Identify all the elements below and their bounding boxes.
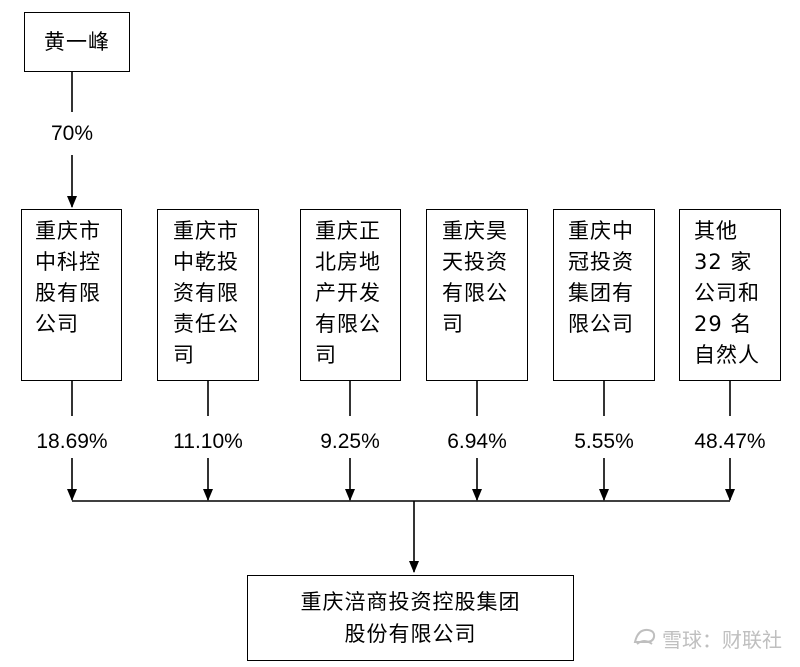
- shareholder-pct-6: 48.47%: [694, 430, 766, 453]
- shareholder-name: 重庆市 中乾投 资有限 责任公 司: [173, 219, 239, 367]
- shareholder-pct-4: 6.94%: [447, 430, 507, 453]
- shareholder-pct-5: 5.55%: [574, 430, 634, 453]
- shareholder-name: 重庆中 冠投资 集团有 限公司: [568, 219, 634, 336]
- shareholder-name: 重庆正 北房地 产开发 有限公 司: [315, 219, 381, 367]
- target-name: 重庆涪商投资控股集团 股份有限公司: [300, 590, 521, 646]
- shareholder-box-3: 重庆正 北房地 产开发 有限公 司: [300, 209, 401, 381]
- shareholder-box-6: 其他 32 家 公司和 29 名 自然人: [679, 209, 781, 381]
- shareholder-pct-2: 11.10%: [173, 430, 243, 453]
- snowball-logo-icon: [632, 625, 658, 652]
- watermark-text: 雪球：财联社: [662, 628, 782, 652]
- shareholder-name: 重庆昊 天投资 有限公 司: [442, 219, 508, 336]
- watermark: 雪球：财联社: [632, 624, 782, 653]
- shareholder-box-4: 重庆昊 天投资 有限公 司: [426, 209, 528, 381]
- shareholder-pct-3: 9.25%: [320, 430, 380, 453]
- shareholder-box-5: 重庆中 冠投资 集团有 限公司: [553, 209, 655, 381]
- shareholder-box-2: 重庆市 中乾投 资有限 责任公 司: [157, 209, 259, 381]
- shareholder-pct-1: 18.69%: [36, 430, 108, 453]
- shareholder-name: 其他 32 家 公司和 29 名 自然人: [694, 219, 760, 367]
- shareholder-name: 重庆市 中科控 股有限 公司: [35, 219, 101, 336]
- holder-box: 黄一峰: [24, 12, 130, 72]
- shareholder-box-1: 重庆市 中科控 股有限 公司: [21, 209, 122, 381]
- target-box: 重庆涪商投资控股集团 股份有限公司: [247, 575, 574, 661]
- holder-pct: 70%: [50, 122, 94, 145]
- holder-name: 黄一峰: [44, 29, 110, 54]
